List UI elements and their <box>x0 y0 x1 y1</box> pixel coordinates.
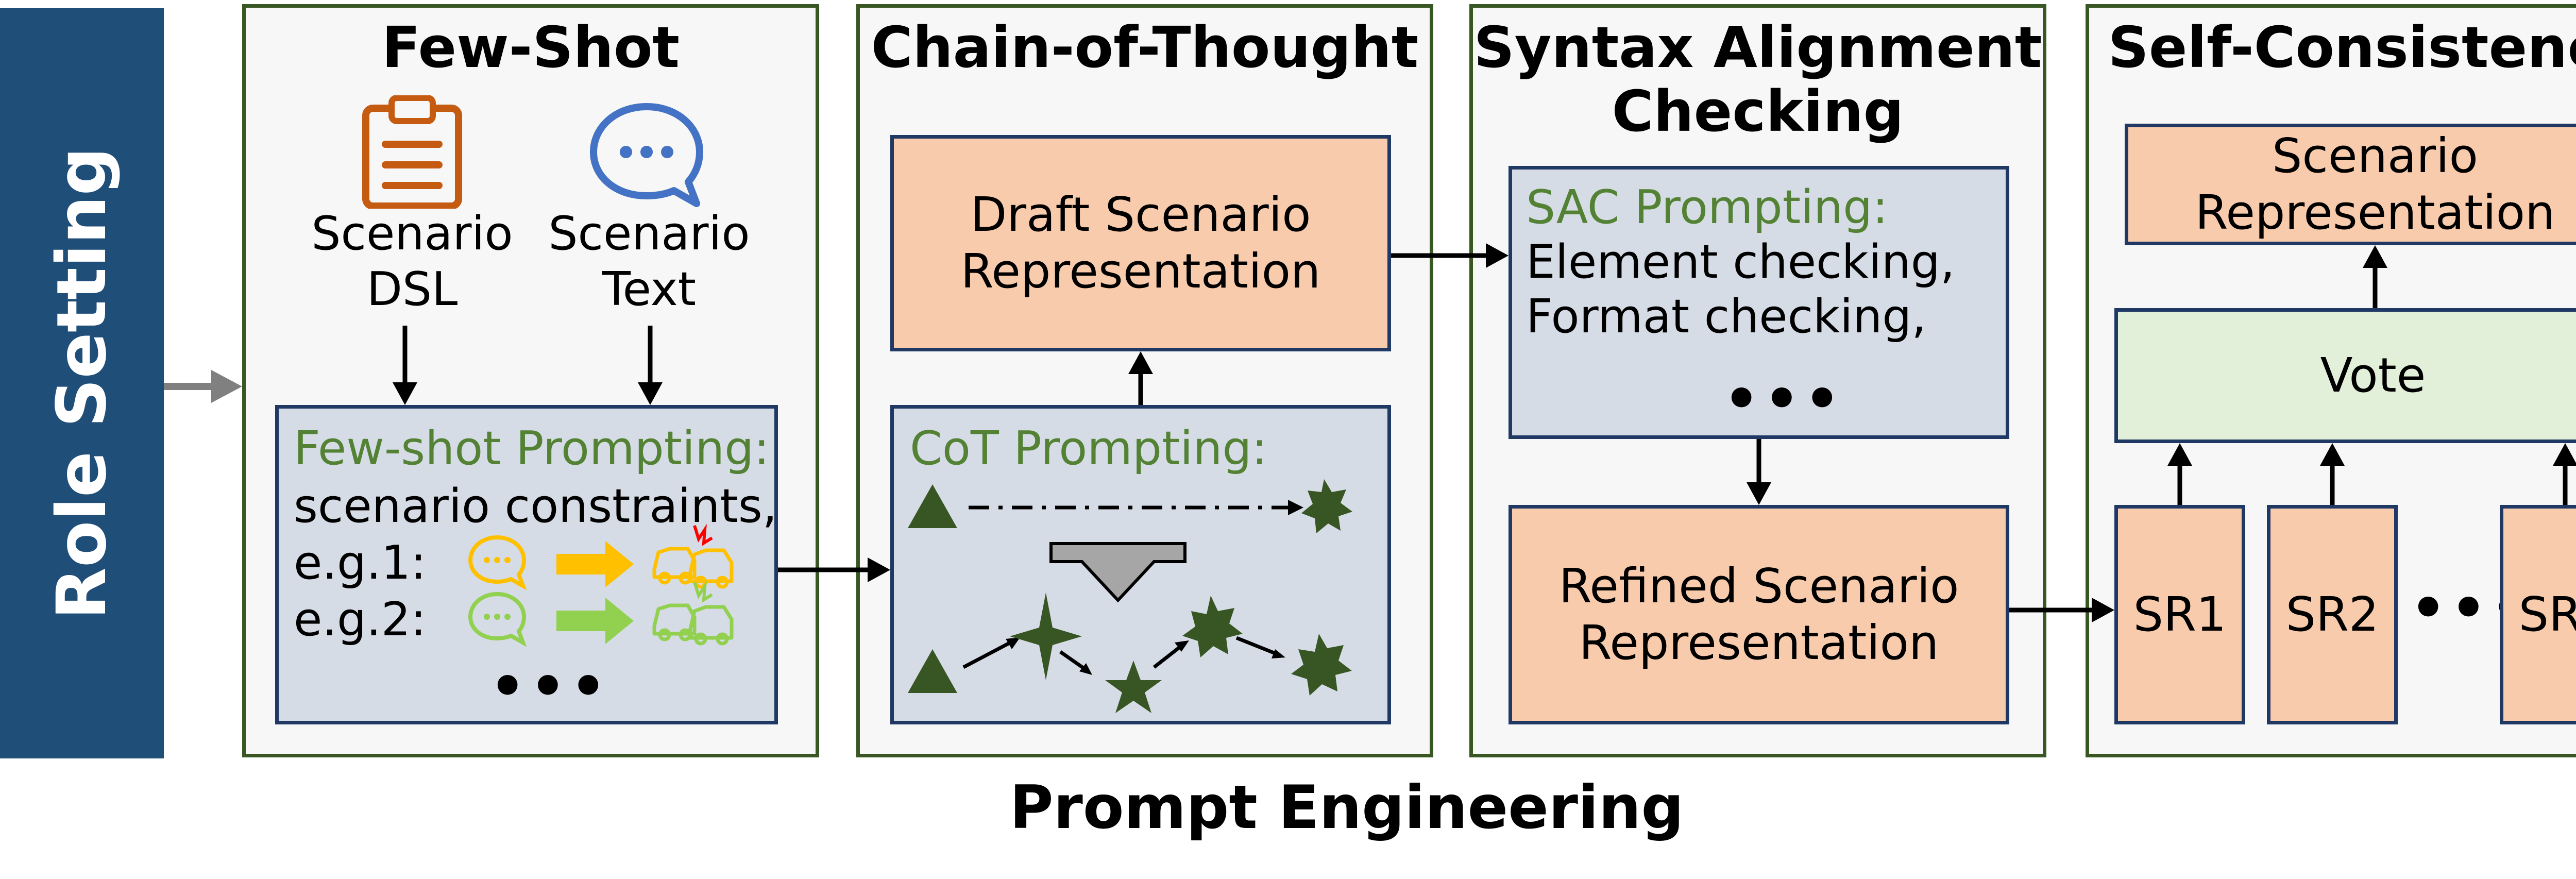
vote-to-output-arrow <box>2363 245 2387 308</box>
dsl-to-prompt-arrow <box>393 326 417 405</box>
role-setting-bar: Role Setting <box>0 8 164 758</box>
example-1-label: e.g.1: <box>294 536 427 590</box>
final-scenario-label: Scenario Representation <box>2195 128 2555 240</box>
speech-bubble-icon <box>590 103 703 207</box>
srn-label: SRn <box>2518 586 2576 642</box>
arrow-right-icon <box>556 541 634 587</box>
element-checking-text: Element checking, <box>1526 235 1955 289</box>
sac-prompting-box <box>1509 166 2009 439</box>
vote-box: Vote <box>2114 308 2576 443</box>
draft-scenario-box: Draft Scenario Representation <box>890 135 1391 351</box>
refined-scenario-box: Refined Scenario Representation <box>1509 505 2009 724</box>
sr2-to-vote-arrow <box>2320 443 2345 505</box>
cot-reasoning-diagram <box>908 479 1352 713</box>
speech-bubble-icon <box>468 535 527 590</box>
final-scenario-box: Scenario Representation <box>2125 124 2576 245</box>
sr1-box: SR1 <box>2114 505 2245 724</box>
sr1-label: SR1 <box>2133 586 2227 642</box>
refined-scenario-label: Refined Scenario Representation <box>1558 558 1959 670</box>
scenario-constraints-text: scenario constraints, <box>294 479 777 533</box>
few-shot-ellipsis: ••• <box>489 653 611 719</box>
sac-to-refined-arrow <box>1747 439 1771 505</box>
format-checking-text: Format checking, <box>1526 290 1927 344</box>
few-shot-prompting-title: Few-shot Prompting: <box>294 421 770 476</box>
srn-to-vote-arrow <box>2553 443 2576 505</box>
few-shot-title: Few-Shot <box>381 14 680 80</box>
draft-to-sac-arrow <box>1391 243 1509 268</box>
draft-scenario-label: Draft Scenario Representation <box>960 187 1321 299</box>
sr2-label: SR2 <box>2285 586 2379 642</box>
vote-label: Vote <box>2320 347 2426 403</box>
refined-to-sr-arrow <box>2009 598 2114 622</box>
clipboard-icon <box>362 95 462 209</box>
scenario-dsl-label: Scenario DSL <box>311 207 513 316</box>
speech-bubble-icon <box>468 591 527 647</box>
car-crash-icon <box>652 523 734 589</box>
cot-title: Chain-of-Thought <box>871 14 1419 80</box>
cot-to-draft-arrow <box>1128 351 1153 405</box>
scenario-text-label: Scenario Text <box>548 207 750 316</box>
example-2-label: e.g.2: <box>294 593 427 647</box>
sr2-box: SR2 <box>2267 505 2398 724</box>
role-to-few-shot-arrow <box>164 370 242 403</box>
text-to-prompt-arrow <box>638 326 663 405</box>
sac-ellipsis: ••• <box>1723 366 1844 432</box>
sac-title: Syntax Alignment Checking <box>1473 14 2042 145</box>
few-shot-to-cot-arrow <box>778 557 890 582</box>
arrow-right-icon <box>556 598 634 644</box>
cot-prompting-title: CoT Prompting: <box>910 421 1267 476</box>
sac-prompting-title: SAC Prompting: <box>1526 180 1888 234</box>
self-consistency-title: Self-Consistency <box>2108 14 2576 80</box>
prompt-engineering-title: Prompt Engineering <box>1009 773 1684 842</box>
car-crash-icon <box>652 580 734 646</box>
sr1-to-vote-arrow <box>2167 443 2192 505</box>
srn-box: SRn <box>2500 505 2576 724</box>
